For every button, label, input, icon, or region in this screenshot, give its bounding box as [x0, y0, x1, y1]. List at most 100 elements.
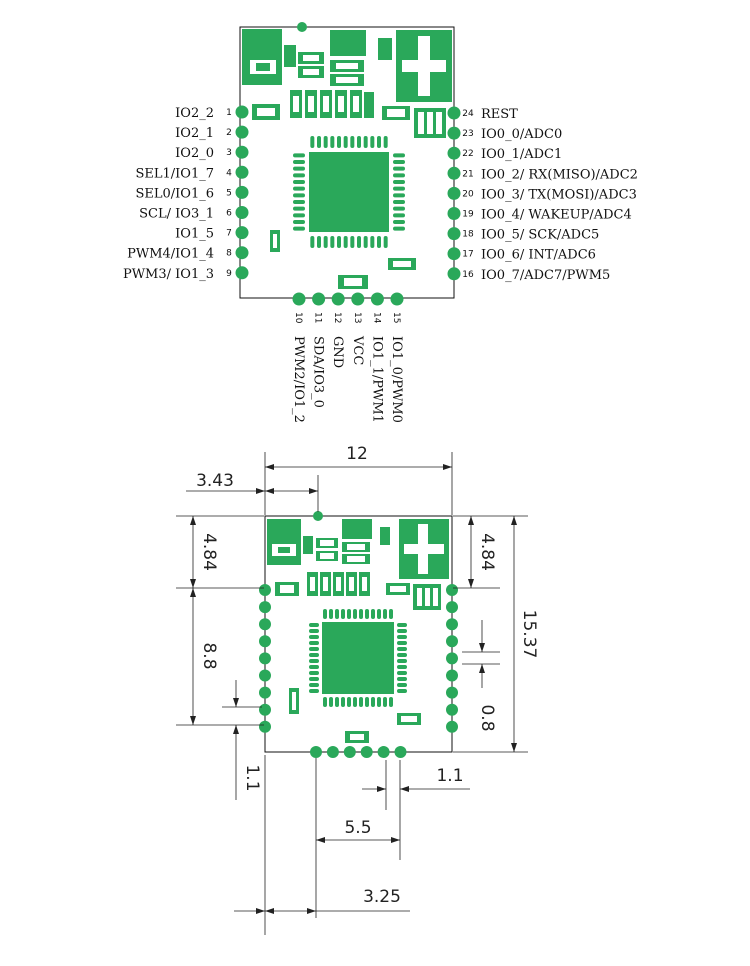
pin-label: IO0_6/ INT/ADC6	[481, 248, 596, 263]
pin-label: IO0_0/ADC0	[481, 127, 562, 142]
pin-pad	[292, 292, 306, 306]
pin-number: 16	[462, 270, 474, 280]
orientation-dot-dim	[313, 511, 323, 521]
pad	[377, 746, 390, 758]
pin-pad	[447, 247, 461, 261]
pin-pad	[390, 292, 404, 306]
module-outline-dim	[264, 515, 453, 753]
pin-label: PWM4/IO1_4	[127, 247, 214, 262]
pin-number: 18	[462, 230, 474, 240]
pin-number: 11	[313, 312, 323, 323]
pad	[446, 669, 458, 682]
pin-pad	[447, 166, 461, 180]
right-pin: 18 IO0_5/ SCK/ADC5	[447, 227, 599, 243]
pad	[446, 601, 458, 614]
pin-pad	[235, 165, 249, 179]
pad	[446, 635, 458, 648]
pad	[446, 652, 458, 665]
pin-number: 5	[226, 188, 232, 198]
dim-offset-label: 3.43	[196, 471, 234, 491]
pad	[343, 746, 356, 758]
pin-pad	[235, 185, 249, 199]
dim-bottom-span-label: 5.5	[344, 818, 371, 838]
pin-pad	[447, 207, 461, 220]
pin-number: 24	[462, 109, 474, 119]
pin-label: IO0_4/ WAKEUP/ADC4	[481, 208, 632, 223]
pin-pad	[235, 246, 249, 260]
pin-number: 9	[226, 269, 232, 279]
left-pin: 8 PWM4/IO1_4	[127, 246, 249, 262]
pin-label: IO0_7/ADC7/PWM5	[481, 268, 610, 283]
dim-bottom-offset-label: 3.25	[363, 887, 401, 907]
pin-label: GND	[330, 336, 345, 368]
left-pin-group: 1IO2_22IO2_13IO2_04SEL1/IO1_75SEL0/IO1_6…	[123, 105, 249, 282]
pad	[259, 686, 271, 699]
pin-number: 19	[462, 210, 474, 220]
pinout-view: 1IO2_22IO2_13IO2_04SEL1/IO1_75SEL0/IO1_6…	[123, 22, 638, 423]
left-pin: 9 PWM3/ IO1_3	[123, 266, 249, 282]
pad	[259, 584, 271, 596]
pin-number: 21	[462, 169, 473, 179]
bottom-pads-dim	[310, 746, 407, 758]
pad	[259, 635, 271, 648]
pin-label: IO2_1	[175, 126, 214, 141]
left-pin: 5 SEL0/IO1_6	[135, 185, 249, 201]
pin-number: 8	[226, 249, 232, 259]
pin-label: IO1_5	[175, 227, 214, 242]
pin-pad	[447, 186, 461, 200]
bottom-pin-group: 10PWM2/IO1_211SDA/IO3_012GND13VCC14IO1_1…	[291, 292, 404, 423]
pin-number: 3	[226, 148, 232, 158]
pin-number: 13	[352, 312, 362, 323]
pin-label: IO0_5/ SCK/ADC5	[481, 228, 599, 243]
dim-width-label: 12	[346, 444, 368, 464]
pin-number: 4	[226, 168, 232, 178]
dim-pitch-right-label: 0.8	[477, 704, 497, 731]
pin-pad	[351, 292, 365, 306]
pad	[446, 720, 458, 733]
pin-label: SEL0/IO1_6	[135, 186, 214, 201]
pin-number: 7	[226, 229, 232, 239]
pin-number: 6	[226, 209, 232, 219]
pad	[360, 746, 373, 758]
right-pin: 19 IO0_4/ WAKEUP/ADC4	[447, 207, 632, 223]
top-components-dim	[267, 511, 449, 610]
pin-label: PWM3/ IO1_3	[123, 267, 214, 282]
pin-label: IO2_2	[175, 106, 214, 121]
pin-label: SCL/ IO3_1	[139, 207, 214, 222]
pad	[259, 652, 271, 665]
pin-pad	[312, 292, 326, 306]
pad	[394, 746, 407, 758]
left-pin: 6 SCL/ IO3_1	[139, 206, 249, 222]
pin-pad	[235, 125, 249, 139]
pin-label: SEL1/IO1_7	[135, 166, 214, 181]
pin-pad	[447, 126, 461, 140]
dim-top-left-label: 4.84	[199, 533, 219, 571]
pad	[259, 703, 271, 716]
module-outline	[239, 26, 455, 299]
pin-number: 23	[462, 129, 473, 139]
left-pin: 7 IO1_5	[175, 226, 249, 242]
mcu-chip-dim	[289, 609, 421, 743]
pad	[259, 601, 271, 614]
right-pads-dim	[446, 584, 458, 733]
pin-number: 2	[226, 128, 232, 138]
pad	[446, 618, 458, 631]
pin-number: 22	[462, 149, 473, 159]
dim-pin-span-label: 8.8	[199, 642, 219, 669]
pin-pad	[447, 146, 461, 160]
pin-pad	[235, 266, 249, 280]
pin-number: 14	[371, 312, 381, 324]
pin-label: IO1_0/PWM0	[389, 336, 404, 423]
orientation-dot	[297, 22, 307, 32]
pad	[310, 746, 322, 758]
pad	[446, 584, 458, 596]
top-components	[242, 22, 452, 138]
